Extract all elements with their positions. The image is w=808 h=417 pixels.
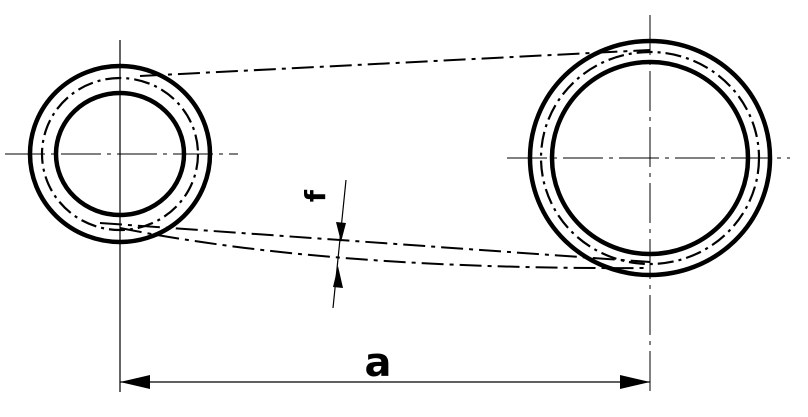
arrow-down-icon xyxy=(336,222,346,242)
center-lines xyxy=(5,15,790,392)
sag-label: f xyxy=(299,189,332,202)
arrow-left-icon xyxy=(120,375,150,389)
belt xyxy=(99,49,651,270)
center-distance-label: a xyxy=(365,340,392,386)
large-pulley xyxy=(527,38,773,278)
belt-top-span xyxy=(139,49,651,77)
center-distance-dimension: a xyxy=(120,340,650,389)
belt-bottom-span-tight xyxy=(99,222,651,263)
small-pulley xyxy=(27,63,213,245)
arrow-up-icon xyxy=(333,266,343,288)
belt-bottom-span-sagging xyxy=(119,227,651,270)
arrow-right-icon xyxy=(620,375,650,389)
sag-dimension: f xyxy=(299,179,347,309)
